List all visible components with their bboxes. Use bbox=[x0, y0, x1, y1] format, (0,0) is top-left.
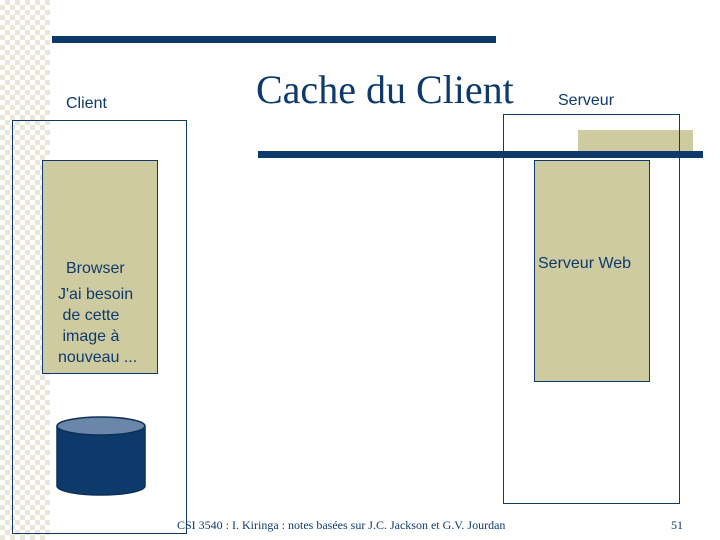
title-rule-bottom bbox=[258, 151, 703, 158]
web-server-label: Serveur Web bbox=[538, 255, 632, 272]
browser-message: J'ai besoin de cette image à nouveau ... bbox=[58, 286, 138, 366]
web-server-box bbox=[534, 160, 650, 382]
slide-title: Cache du Client bbox=[256, 67, 514, 112]
server-frame bbox=[503, 114, 680, 504]
client-label: Client bbox=[66, 95, 107, 112]
client-frame bbox=[12, 120, 187, 534]
database-cylinder-icon bbox=[56, 416, 146, 496]
decorative-checker-strip bbox=[0, 0, 50, 540]
server-label: Serveur bbox=[558, 92, 615, 109]
footer-credit: CSI 3540 : I. Kiringa : notes basées sur… bbox=[177, 518, 506, 532]
title-rule-top bbox=[52, 36, 496, 43]
browser-label: Browser bbox=[66, 260, 125, 277]
page-number: 51 bbox=[671, 518, 683, 532]
browser-box bbox=[42, 160, 158, 374]
